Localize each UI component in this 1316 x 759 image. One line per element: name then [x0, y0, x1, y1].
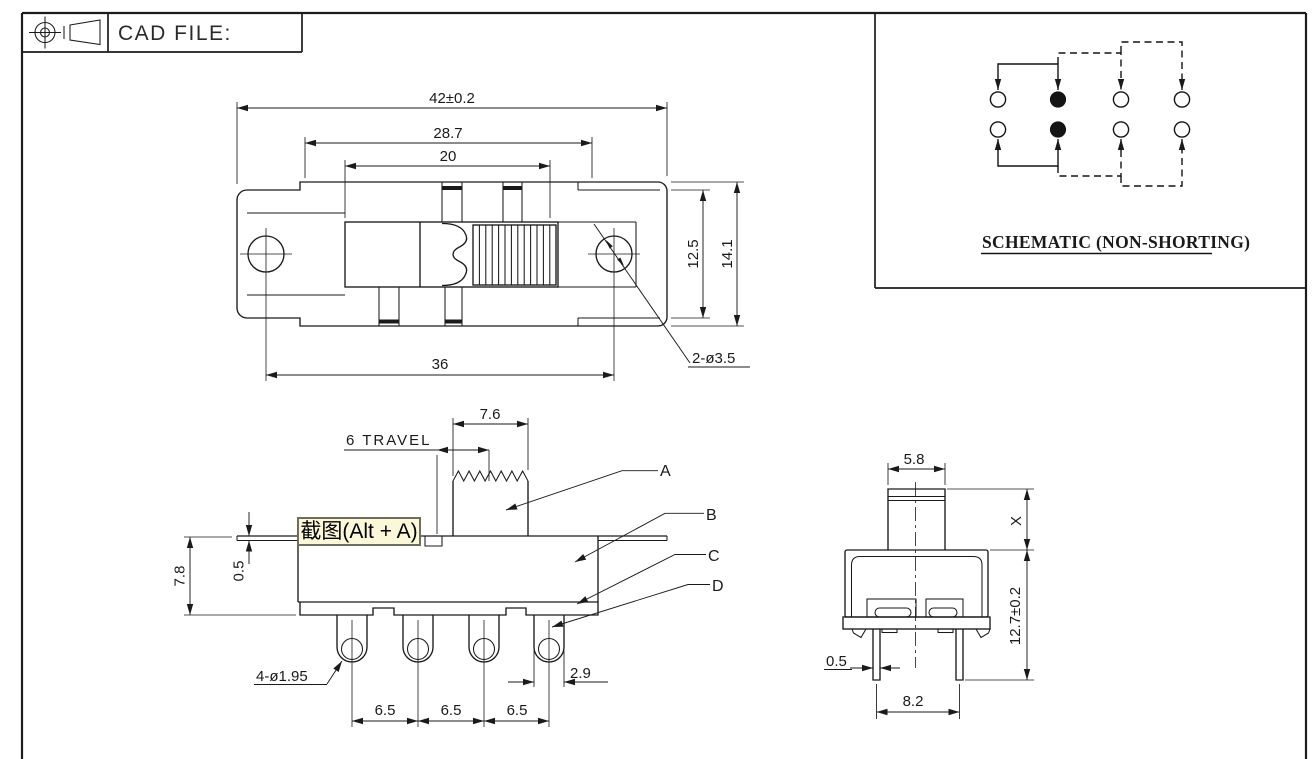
dim-body-height: 12.5 [685, 239, 702, 268]
dim-knob-width: 7.6 [480, 406, 501, 423]
top-view-plate-outline [236, 181, 668, 327]
schematic-dashed-link-1-bottom [1057, 139, 1125, 177]
dim-side-pin-thickness: 0.5 [826, 653, 847, 670]
schematic-dashed-link-2-bottom [1120, 139, 1186, 187]
schematic-title: SCHEMATIC (NON-SHORTING) [982, 232, 1250, 252]
dim-pin-pitch-3: 6.5 [507, 702, 528, 719]
dim-slot-width: 20 [440, 148, 457, 165]
dim-pin-pitch-2: 6.5 [441, 702, 462, 719]
label-pin-holes: 4-ø1.95 [256, 668, 308, 685]
front-view: 7.6 6 TRAVEL 7.8 0.5 4-ø1.95 6.5 6.5 6.5 [172, 406, 724, 727]
dim-side-total-height: 12.7±0.2 [1007, 587, 1024, 645]
side-pin-right [955, 629, 964, 681]
label-mounting-holes: 2-ø3.5 [692, 350, 735, 367]
dim-hole-spacing: 36 [432, 356, 449, 373]
dim-height: 7.8 [172, 566, 189, 587]
title-block: CAD FILE: [22, 13, 303, 53]
dim-plate-thickness: 0.5 [231, 561, 248, 582]
callout-c: C [708, 548, 720, 565]
projection-cone-icon [63, 19, 101, 46]
dim-total-width: 42±0.2 [429, 90, 475, 107]
dim-pin-width: 2.9 [570, 665, 591, 682]
schematic-dashed-link-1-top [1057, 52, 1125, 90]
knob-knurl-zigzag [452, 469, 529, 483]
side-view: 5.8 X 12.7±0.2 0.5 8.2 [824, 451, 1034, 719]
side-base-plate [842, 616, 991, 630]
schematic-dashed-link-2-top [1120, 41, 1186, 90]
front-view-dimensions: 7.6 6 TRAVEL 7.8 0.5 4-ø1.95 6.5 6.5 6.5 [172, 406, 608, 725]
base-strip [299, 602, 599, 616]
dim-total-height: 14.1 [719, 239, 736, 268]
callout-d: D [712, 578, 724, 595]
schematic-solid-link-top [994, 63, 1062, 90]
schematic-contacts [989, 91, 1191, 138]
top-view-dimensions: 42±0.2 28.7 20 12.5 14.1 36 2-ø3.5 [236, 90, 750, 379]
cad-file-label: CAD FILE: [118, 22, 232, 45]
side-knob [887, 488, 946, 550]
dim-body-width: 28.7 [433, 125, 462, 142]
top-view: 42±0.2 28.7 20 12.5 14.1 36 2-ø3.5 [236, 90, 750, 381]
callout-a: A [660, 463, 671, 480]
dim-travel: 6 TRAVEL [346, 432, 431, 449]
slider-knob-top [472, 224, 557, 286]
sheet-border [20, 11, 1308, 759]
schematic-solid-link-bottom [994, 139, 1062, 167]
callout-b: B [706, 507, 717, 524]
dim-pin-pitch-1: 6.5 [375, 702, 396, 719]
top-view-slot [344, 221, 559, 288]
side-view-dimensions: 5.8 X 12.7±0.2 0.5 8.2 [824, 451, 1034, 719]
dim-knob-height: X [1008, 516, 1025, 526]
terminal-pins [336, 615, 565, 727]
schematic-panel: SCHEMATIC (NON-SHORTING) [874, 13, 1306, 289]
crimp-tabs [378, 182, 523, 326]
contact-spring [441, 222, 468, 287]
side-pin-left [872, 629, 881, 681]
dim-side-knob-width: 5.8 [904, 451, 925, 468]
front-view-callouts: A B C D [505, 463, 724, 628]
dim-pin-spacing: 8.2 [903, 693, 924, 710]
screenshot-hint-tooltip: 截图(Alt + A) [297, 517, 421, 546]
projection-target-icon [29, 16, 61, 49]
